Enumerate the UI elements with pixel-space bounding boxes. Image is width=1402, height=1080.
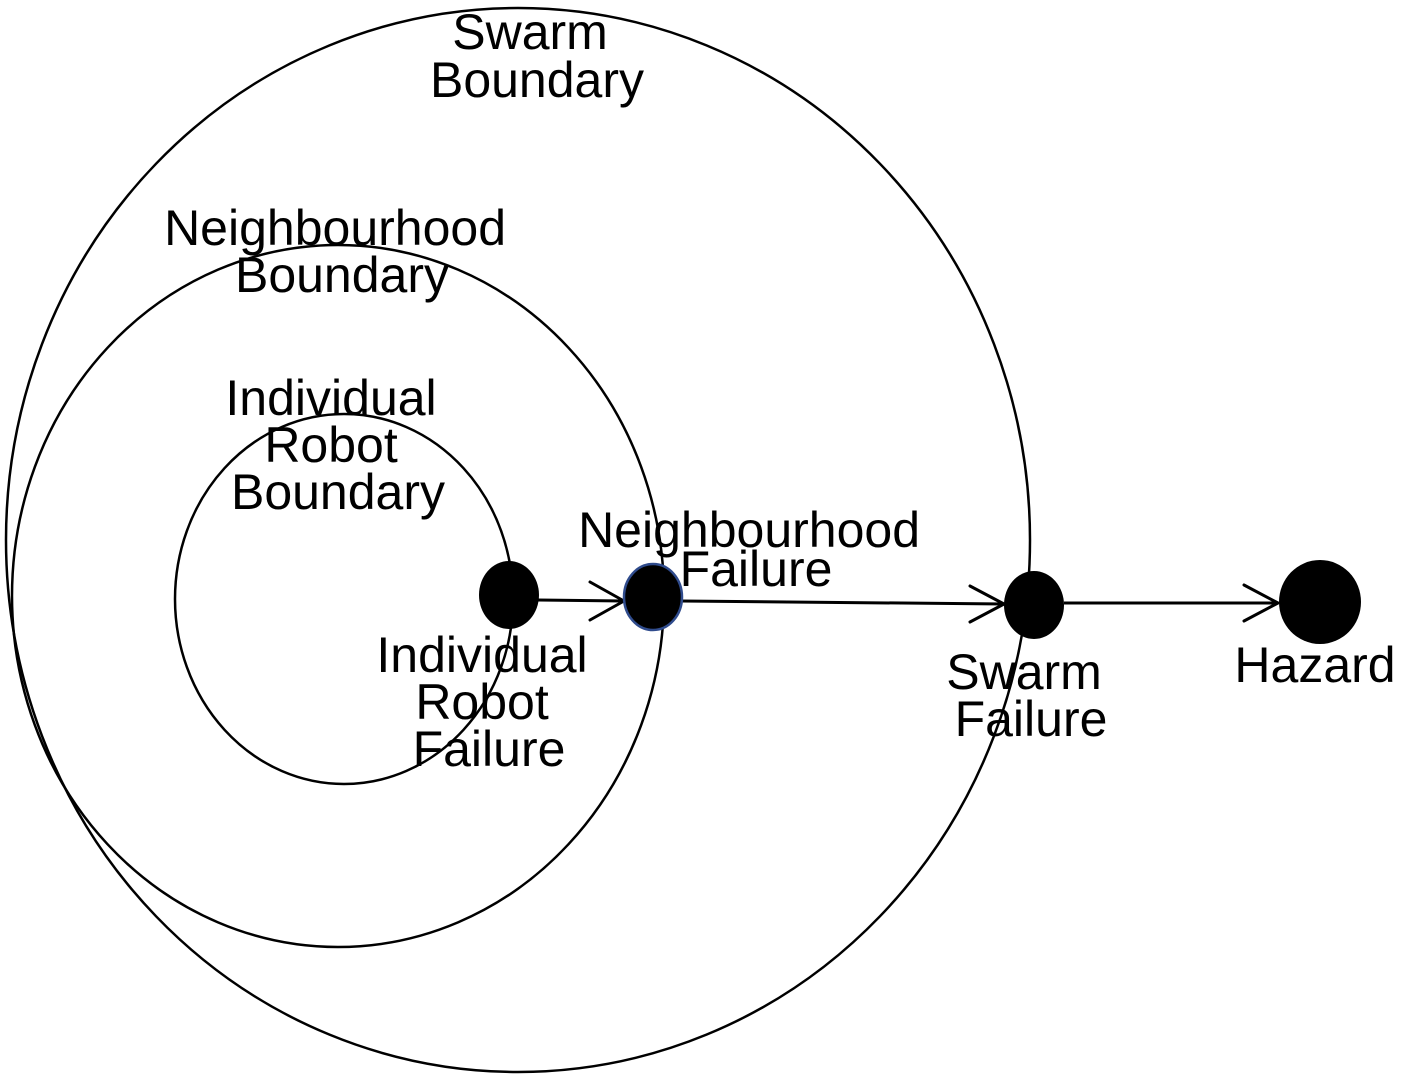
individual-robot-failure-label: Individual Robot Failure xyxy=(376,627,601,777)
individual-robot-boundary-label-line-2: Robot xyxy=(264,417,398,473)
swarm-failure-label: Swarm Failure xyxy=(946,644,1115,747)
hazard-node xyxy=(1279,560,1361,644)
neighbourhood-failure-label: Neighbourhood Failure xyxy=(578,502,934,597)
flow-line-individual-to-neighbourhood xyxy=(537,598,625,603)
arrowhead-neighbourhood-to-swarm xyxy=(968,584,1006,624)
individual-robot-boundary-label: Individual Robot Boundary xyxy=(225,370,450,520)
individual-robot-failure-label-line-3: Failure xyxy=(413,721,566,777)
swarm-boundary-label: Swarm Boundary xyxy=(430,4,644,108)
swarm-failure-label-line-1: Swarm xyxy=(946,644,1102,700)
individual-robot-boundary-label-line-3: Boundary xyxy=(231,464,445,520)
individual-robot-failure-label-line-2: Robot xyxy=(415,674,549,730)
neighbourhood-boundary-label-line-1: Neighbourhood xyxy=(164,200,506,256)
swarm-boundary-label-line-1: Swarm xyxy=(452,4,608,60)
neighbourhood-boundary-label: Neighbourhood Boundary xyxy=(164,200,520,303)
neighbourhood-failure-label-line-1: Neighbourhood xyxy=(578,502,920,558)
neighbourhood-failure-label-line-2: Failure xyxy=(680,541,833,597)
flow-line-neighbourhood-to-swarm xyxy=(680,599,1005,606)
hazard-label-line-1: Hazard xyxy=(1234,637,1395,693)
swarm-failure-node xyxy=(1004,571,1064,639)
swarm-boundary-circle xyxy=(4,6,1032,1074)
hazard-label: Hazard xyxy=(1234,637,1395,693)
neighbourhood-boundary-circle xyxy=(10,243,666,949)
swarm-failure-label-line-2: Failure xyxy=(955,691,1108,747)
arrowhead-swarm-to-hazard xyxy=(1242,583,1280,623)
individual-robot-failure-node xyxy=(479,561,539,629)
neighbourhood-failure-node xyxy=(622,562,684,632)
swarm-boundary-label-line-2: Boundary xyxy=(430,52,644,108)
neighbourhood-boundary-label-line-2: Boundary xyxy=(235,247,449,303)
